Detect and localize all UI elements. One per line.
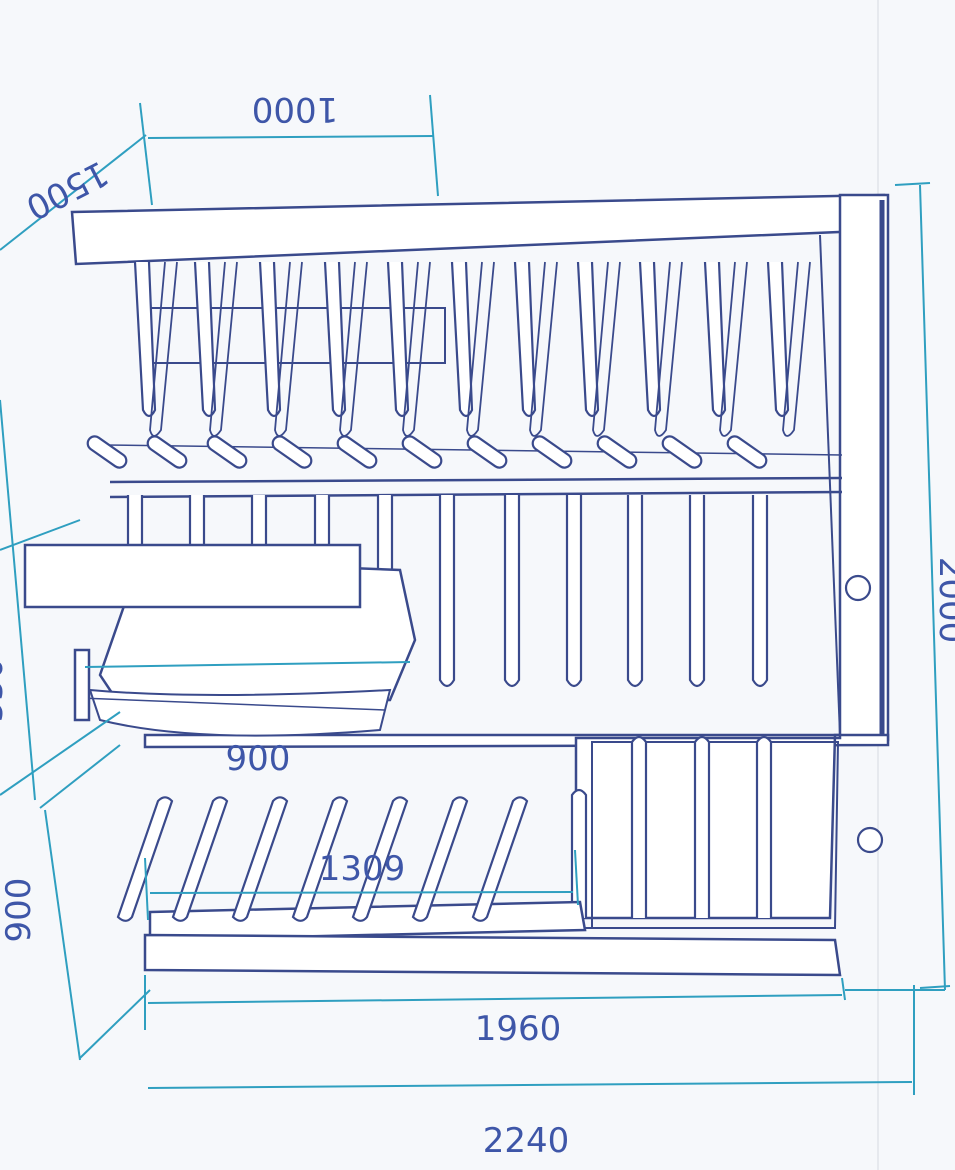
upper-rod — [576, 261, 600, 418]
slant-bar — [171, 796, 229, 922]
upper-rod — [133, 261, 157, 418]
dim-1309-right-ext — [574, 849, 579, 906]
dim-2240-line — [147, 1081, 913, 1089]
label-900-lower: 900 — [0, 878, 39, 943]
upper-rod-back — [592, 261, 621, 437]
upper-rod — [638, 261, 662, 418]
slant-bar — [411, 796, 469, 922]
angled-peg — [86, 435, 128, 469]
upper-rod — [513, 261, 537, 418]
slant-bar — [471, 796, 529, 922]
upper-rod — [193, 261, 217, 418]
dim-1960-line — [147, 994, 843, 1004]
lower-post — [630, 735, 648, 918]
middle-rail-top — [109, 476, 843, 484]
lower-post — [693, 735, 711, 918]
middle-rail-bottom — [109, 490, 843, 499]
slant-bar — [231, 796, 289, 922]
label-900-shelf: 900 — [226, 739, 291, 779]
upper-rod-back — [654, 261, 683, 437]
upper-rod-back — [466, 261, 495, 437]
label-2000: 2000 — [931, 557, 955, 644]
dim-900-lower-line — [44, 809, 81, 1061]
label-2240: 2240 — [483, 1121, 570, 1161]
upper-rod-back — [719, 261, 748, 437]
angled-peg — [726, 435, 768, 469]
angled-peg — [531, 435, 573, 469]
slant-rack-base — [143, 933, 842, 977]
angled-peg — [206, 435, 248, 469]
dim-1000-line — [147, 135, 435, 139]
dim-1000-right-ext — [429, 94, 439, 197]
angled-peg — [146, 435, 188, 469]
lower-post — [570, 788, 588, 918]
dim-1000-left-ext — [139, 102, 153, 206]
upper-rod — [766, 261, 790, 418]
upper-rod — [323, 261, 347, 418]
dim-2000-line — [919, 184, 946, 991]
angled-pegs — [86, 435, 768, 469]
mount-hole-lower — [856, 826, 884, 854]
long-peg — [751, 495, 769, 688]
upper-rod-back — [782, 261, 811, 437]
dim-1309-line — [149, 891, 574, 894]
dim-2000-top-ext — [894, 182, 931, 186]
dim-900-lower-ext2 — [79, 989, 151, 1059]
angled-peg — [336, 435, 378, 469]
dim-550-ext-low — [0, 711, 121, 796]
angled-peg — [401, 435, 443, 469]
lower-posts — [570, 735, 773, 918]
long-peg — [626, 495, 644, 688]
shelf-line — [79, 697, 386, 711]
slant-bar — [351, 796, 409, 922]
label-1000: 1000 — [252, 89, 339, 129]
dim-900-lower-ext — [39, 744, 121, 809]
long-peg — [438, 495, 456, 688]
dim-1309-left-ext — [144, 857, 149, 921]
lower-post — [755, 735, 773, 918]
angled-peg — [466, 435, 508, 469]
lower-rack-tray — [576, 741, 840, 929]
angled-peg — [661, 435, 703, 469]
angled-peg — [596, 435, 638, 469]
dim-550-ext — [0, 519, 81, 551]
dim-1960-right-ext — [841, 977, 846, 1001]
upper-rods — [133, 261, 811, 437]
dim-2000-bottom-ext — [919, 985, 951, 989]
label-550: 550 — [0, 658, 11, 723]
long-peg — [565, 495, 583, 688]
slant-bar — [291, 796, 349, 922]
dim-1500-line — [0, 134, 147, 251]
upper-rod — [703, 261, 727, 418]
shelf-bracket — [73, 648, 91, 722]
dim-550-line — [0, 399, 36, 801]
upper-rod — [258, 261, 282, 418]
long-peg — [688, 495, 706, 688]
dimension-lines — [0, 94, 951, 1095]
upper-rod-back — [529, 261, 558, 437]
label-1309: 1309 — [319, 849, 406, 889]
long-peg — [503, 495, 521, 688]
back-edge — [819, 234, 841, 736]
mount-hole-upper — [844, 574, 872, 602]
shelf-board — [23, 543, 362, 609]
upper-rod — [450, 261, 474, 418]
upper-rod — [386, 261, 410, 418]
left-shelf — [23, 543, 417, 737]
dim-900-shelf-line — [84, 661, 411, 668]
label-1960: 1960 — [475, 1009, 562, 1049]
angled-peg — [271, 435, 313, 469]
